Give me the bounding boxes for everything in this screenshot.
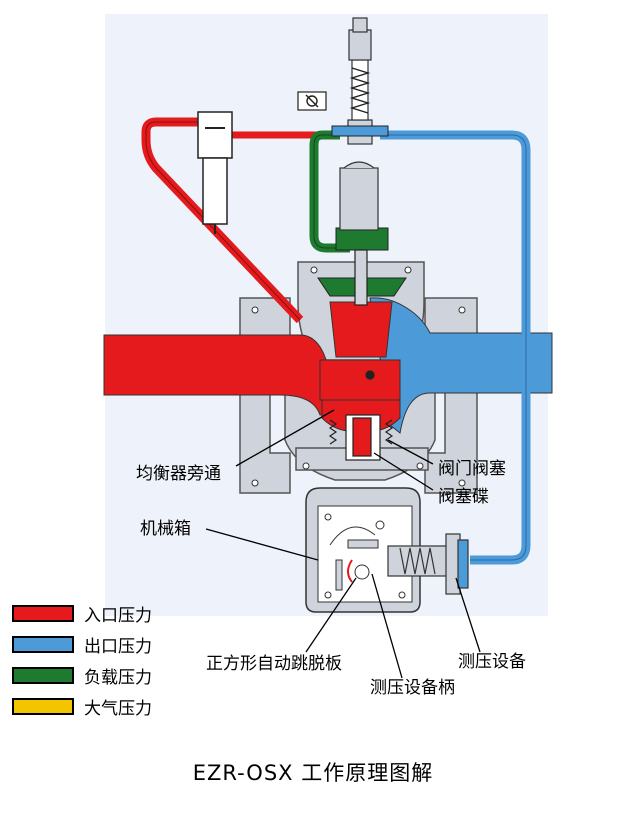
label-plug-disc: 阀塞碟 xyxy=(438,487,489,507)
restrictor-icon xyxy=(297,91,327,111)
legend-swatch-inlet xyxy=(12,605,74,622)
inlet-pressure-region xyxy=(103,117,401,433)
legend-item-loading: 负载压力 xyxy=(12,660,152,691)
pilot-spring xyxy=(349,67,371,114)
legend-swatch-atmosphere xyxy=(12,698,74,715)
label-trip-plate: 正方形自动跳脱板 xyxy=(206,654,342,674)
flange-bolts xyxy=(251,266,466,487)
legend-item-inlet: 入口压力 xyxy=(12,598,152,629)
label-sensor: 测压设备 xyxy=(458,652,526,672)
pressure-sensing-device xyxy=(387,533,469,595)
legend: 入口压力 出口压力 负载压力 大气压力 xyxy=(12,598,152,722)
pilot-diaphragm xyxy=(331,125,389,137)
diagram-caption: EZR-OSX 工作原理图解 xyxy=(192,761,434,785)
label-sensor-handle: 测压设备柄 xyxy=(370,678,455,698)
filter-element xyxy=(197,111,233,234)
legend-label-atmosphere: 大气压力 xyxy=(84,699,152,719)
label-mech-box: 机械箱 xyxy=(140,519,191,539)
label-bypass: 均衡器旁通 xyxy=(136,464,221,484)
legend-item-outlet: 出口压力 xyxy=(12,629,152,660)
legend-swatch-outlet xyxy=(12,636,74,653)
label-valve-plug: 阀门阀塞 xyxy=(438,459,506,479)
legend-label-outlet: 出口压力 xyxy=(84,637,152,657)
leader-lines xyxy=(205,409,481,679)
legend-label-loading: 负载压力 xyxy=(84,668,152,688)
legend-label-inlet: 入口压力 xyxy=(84,606,152,626)
legend-item-atmosphere: 大气压力 xyxy=(12,691,152,722)
legend-swatch-loading xyxy=(12,667,74,684)
